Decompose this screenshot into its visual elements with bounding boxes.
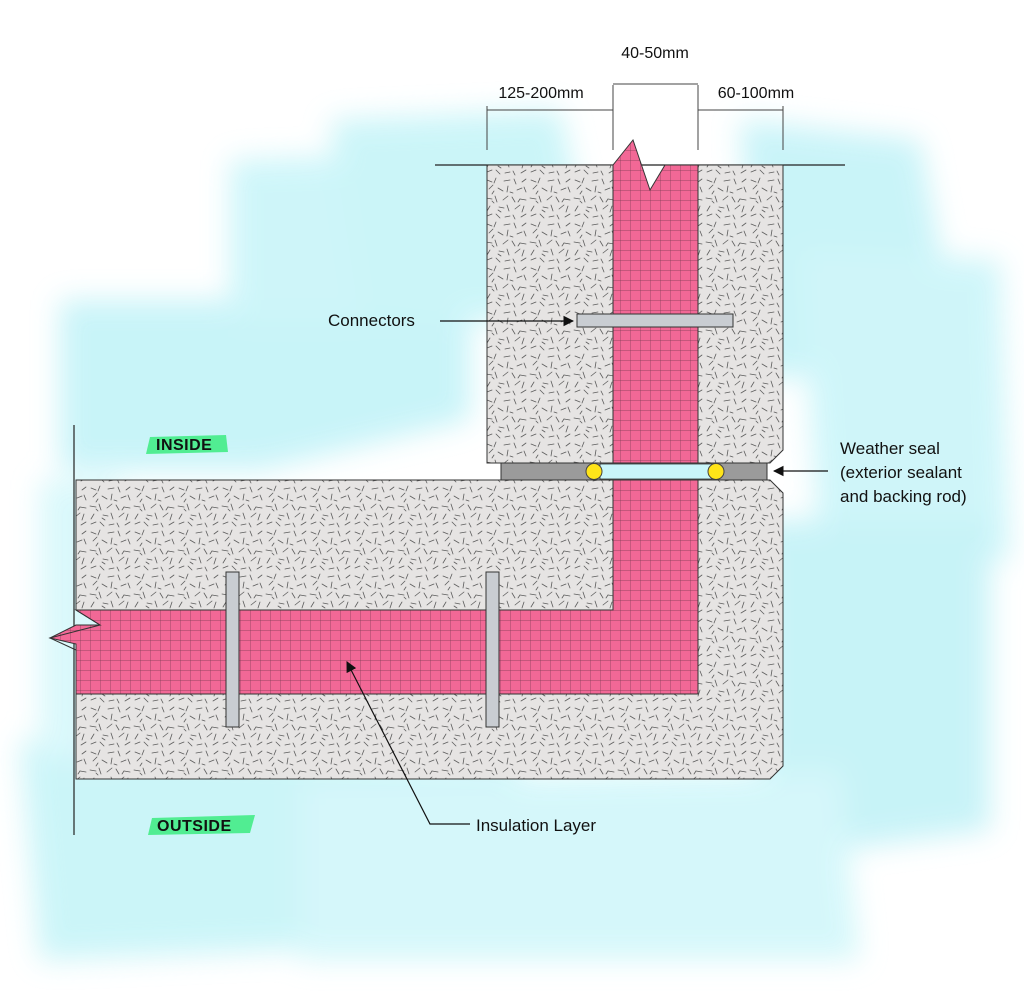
weather-seal-label-line1: Weather seal [840,439,940,458]
weather-seal-label-line3: and backing rod) [840,487,967,506]
insulation-layer-leader [346,661,470,825]
outside-label: OUTSIDE [157,818,232,835]
watercolor-background [20,110,1010,960]
dimension-lines [486,83,784,150]
inside-highlight [146,435,228,454]
break-line [48,609,102,651]
joint-insulation-gap [599,463,713,480]
weather-seal-label: Weather seal (exterior sealant and backi… [840,439,967,506]
insulation-layer-label: Insulation Layer [476,816,596,835]
connector-horizontal-panel-left [225,571,240,728]
connectors-label: Connectors [328,311,415,330]
inside-label: INSIDE [156,437,212,454]
weather-seal-label-line2: (exterior sealant [840,463,962,482]
dimension-insulation: 40-50mm [621,45,689,62]
outside-highlight [148,815,255,835]
dimension-interior-wythe: 125-200mm [498,85,583,102]
backing-rod-left [585,463,603,480]
vertical-panel-insulation [612,138,699,464]
dimension-exterior-wythe: 60-100mm [718,85,794,102]
backing-rod-right [707,463,725,480]
connector-vertical-panel [576,313,734,328]
connector-horizontal-panel-right [485,571,500,728]
